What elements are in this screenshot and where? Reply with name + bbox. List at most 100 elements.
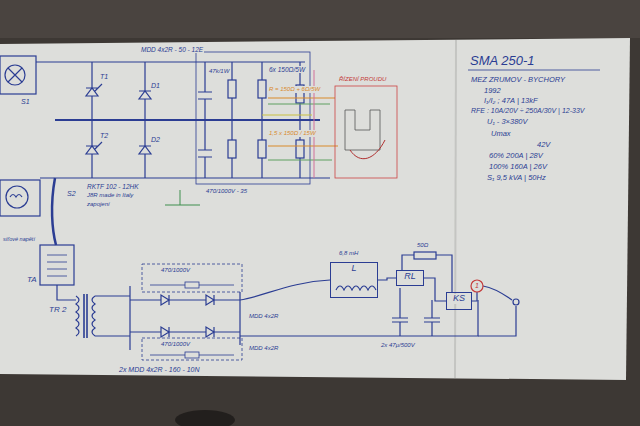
annotation: MDD 4x2R bbox=[248, 313, 279, 320]
annotation: 470/1000V bbox=[160, 267, 191, 274]
annotation: MDD 4x2R - 50 - 12E bbox=[140, 46, 204, 53]
wire bbox=[478, 286, 516, 336]
annotation: 470/1000V - 35 bbox=[205, 188, 248, 195]
annotation: MEZ ZRUMOV - BYCHORY bbox=[470, 76, 566, 84]
gap bbox=[198, 92, 212, 99]
capacitor-symbol bbox=[392, 288, 408, 336]
snubber-box bbox=[142, 264, 242, 292]
annotation: 1 bbox=[474, 282, 480, 290]
title-underline bbox=[468, 70, 600, 71]
annotation: TR 2 bbox=[48, 306, 67, 315]
annotation: R = 150Ω + 6Ω/5W bbox=[268, 86, 321, 93]
motor-symbol bbox=[5, 65, 25, 85]
annotation: T2 bbox=[99, 132, 109, 140]
annotation: 2x 47μ/500V bbox=[380, 342, 416, 349]
annotation: RKTF 102 - 12HK bbox=[86, 183, 140, 190]
annotation: RFE : 10A/20V ÷ 250A/30V | 12-33V bbox=[470, 107, 585, 115]
current-transformer bbox=[40, 245, 74, 285]
annotation: MDD 4x2R bbox=[248, 345, 279, 352]
resistor-symbol bbox=[185, 352, 199, 358]
annotation: 42V bbox=[536, 141, 551, 149]
annotation: 2x MDD 4x2R - 160 - 10N bbox=[118, 366, 201, 374]
wire-connector bbox=[378, 278, 396, 280]
component-label: KS bbox=[451, 294, 467, 304]
transformer-winding bbox=[76, 296, 79, 336]
annotation: S1 bbox=[20, 98, 31, 106]
thyristor-symbol bbox=[86, 84, 102, 96]
fold-line bbox=[455, 40, 456, 378]
capacitor-symbol bbox=[198, 92, 212, 99]
annotation: ŘÍZENÍ PROUDU bbox=[338, 76, 387, 83]
annotation: 60% 200A | 28V bbox=[488, 152, 544, 160]
annotation: 1992 bbox=[483, 87, 502, 95]
sheet-title: SMA 250-1 bbox=[470, 54, 535, 68]
paper-sheet bbox=[0, 38, 630, 380]
annotation: S2 bbox=[66, 190, 77, 198]
wire bbox=[57, 285, 76, 300]
annotation: S₁ 9,5 kVA | 50Hz bbox=[486, 174, 547, 182]
terminal-marker bbox=[471, 280, 483, 292]
diode-symbol bbox=[206, 327, 214, 337]
snubber-box bbox=[142, 338, 242, 360]
wire bbox=[472, 292, 477, 301]
annotation: I₁/I₂ ; 47A | 13kF bbox=[483, 97, 539, 105]
fan-box bbox=[0, 56, 36, 94]
wire bbox=[36, 61, 305, 62]
resistor-symbol bbox=[258, 80, 266, 98]
diode-symbol bbox=[161, 327, 169, 337]
annotation: 6x 150Ω/5W bbox=[268, 66, 306, 73]
coil-symbol bbox=[6, 186, 28, 208]
wire bbox=[40, 177, 330, 178]
winding bbox=[47, 255, 67, 276]
annotation: U₁ - 3×380V bbox=[486, 118, 529, 126]
annotation: 6,8 mH bbox=[338, 250, 359, 257]
cable bbox=[52, 178, 56, 245]
capacitor-symbol bbox=[424, 300, 440, 336]
coil-symbol bbox=[10, 195, 22, 198]
capacitor-symbol bbox=[198, 150, 212, 157]
annotation: 50Ω bbox=[416, 242, 429, 249]
resistor-symbol bbox=[414, 252, 436, 259]
wire bbox=[95, 286, 130, 350]
wire bbox=[402, 255, 452, 292]
resistor-symbol bbox=[185, 282, 199, 288]
shoe bbox=[175, 410, 235, 426]
choke-coil bbox=[336, 286, 376, 290]
annotation: zapojení bbox=[86, 201, 111, 208]
resistor-symbol bbox=[296, 140, 304, 158]
annotation: 470/1000V bbox=[160, 341, 191, 348]
annotation: 100% 160A | 26V bbox=[488, 163, 548, 171]
wire bbox=[55, 119, 320, 121]
component-box: L bbox=[330, 262, 378, 298]
resistor-symbol bbox=[258, 140, 266, 158]
resistor-symbol bbox=[228, 80, 236, 98]
annotation: 47k/1W bbox=[208, 68, 230, 75]
diode-symbol bbox=[139, 146, 151, 154]
component-box: KS bbox=[446, 292, 472, 310]
thyristor-symbol bbox=[86, 142, 102, 154]
resistor-symbol bbox=[228, 140, 236, 158]
sketch bbox=[350, 140, 385, 159]
floor bbox=[0, 0, 640, 38]
green-pencil-line bbox=[268, 104, 332, 160]
electrode-symbol bbox=[513, 299, 519, 305]
annotation: J8R made in Italy bbox=[86, 192, 134, 199]
transformer-core bbox=[84, 294, 87, 338]
wire bbox=[240, 280, 330, 300]
motor-symbol bbox=[8, 68, 22, 82]
component-label: L bbox=[349, 264, 358, 274]
annotation: 1,5 x 150Ω / 15W bbox=[268, 130, 317, 137]
annotation: D1 bbox=[150, 82, 161, 90]
annotation: T1 bbox=[99, 73, 109, 81]
yellow-pencil-line bbox=[262, 115, 312, 116]
gap bbox=[198, 150, 212, 157]
orange-pencil-line bbox=[268, 98, 338, 146]
panel-outline bbox=[196, 52, 310, 184]
wire-connector bbox=[424, 278, 446, 301]
transformer-winding bbox=[92, 296, 95, 336]
sketch bbox=[345, 110, 380, 150]
diode-symbol bbox=[161, 295, 169, 305]
